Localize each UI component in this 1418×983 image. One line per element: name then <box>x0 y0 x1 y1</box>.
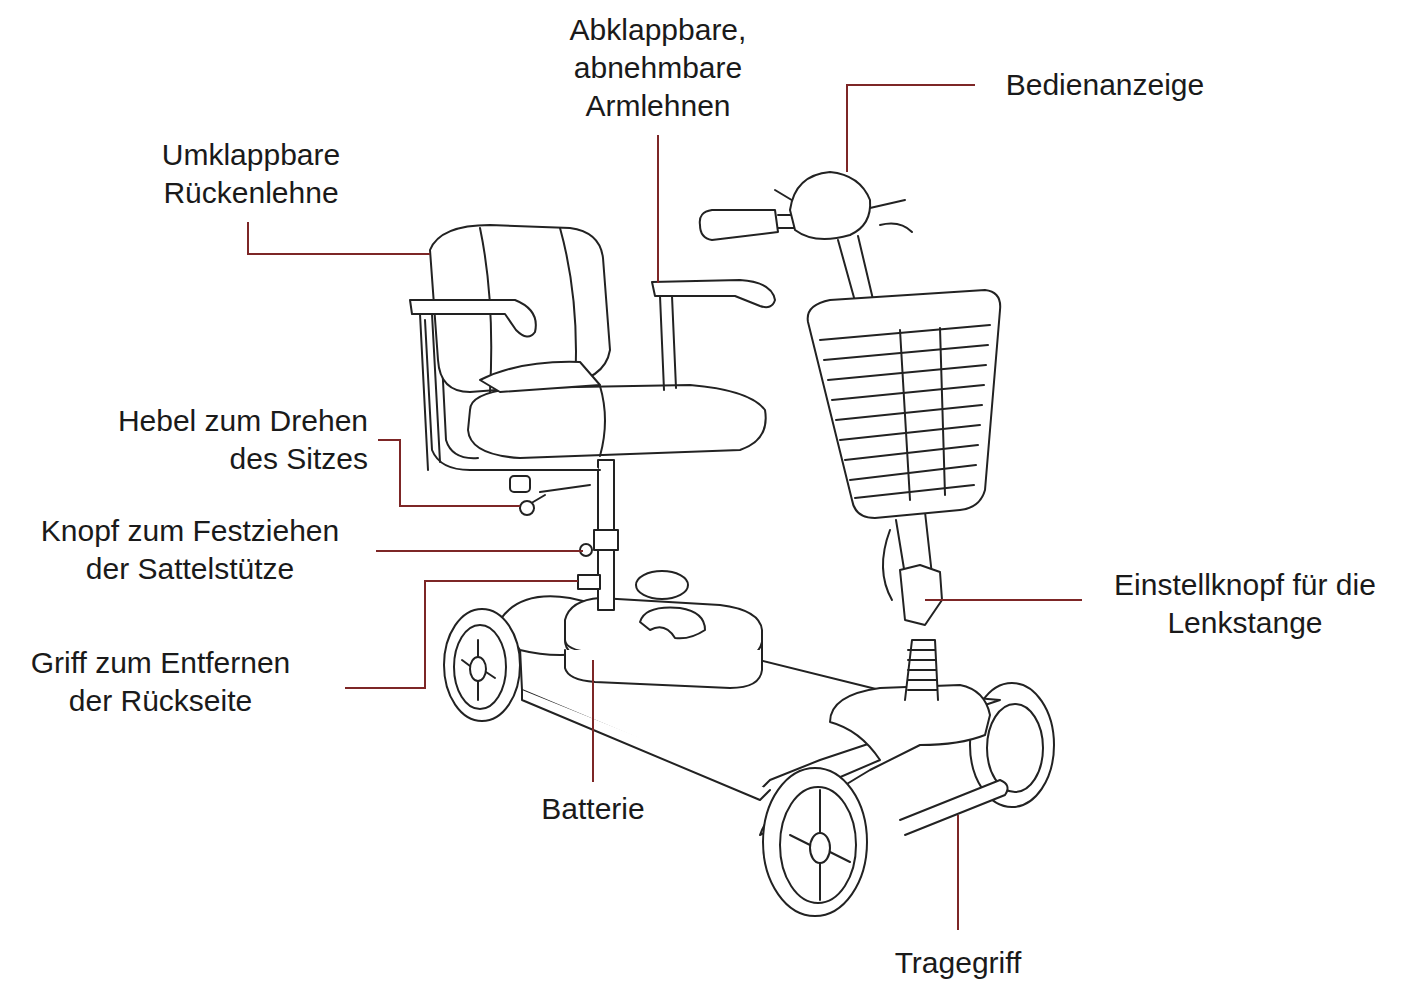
part-label: Tragegriff <box>858 946 1058 980</box>
part-label: Einstellknopf für die Lenkstange <box>1100 566 1390 642</box>
part-label: Abklappbare, abnehmbare Armlehnen <box>538 11 778 125</box>
part-label: Griff zum Entfernen der Rückseite <box>18 644 303 720</box>
part-label: Batterie <box>493 790 693 828</box>
part-label: Bedienanzeige <box>980 66 1230 104</box>
part-label: Knopf zum Festziehen der Sattelstütze <box>30 512 350 588</box>
part-label: Umklappbare Rückenlehne <box>131 136 371 212</box>
part-label: Hebel zum Drehen des Sitzes <box>98 402 368 478</box>
